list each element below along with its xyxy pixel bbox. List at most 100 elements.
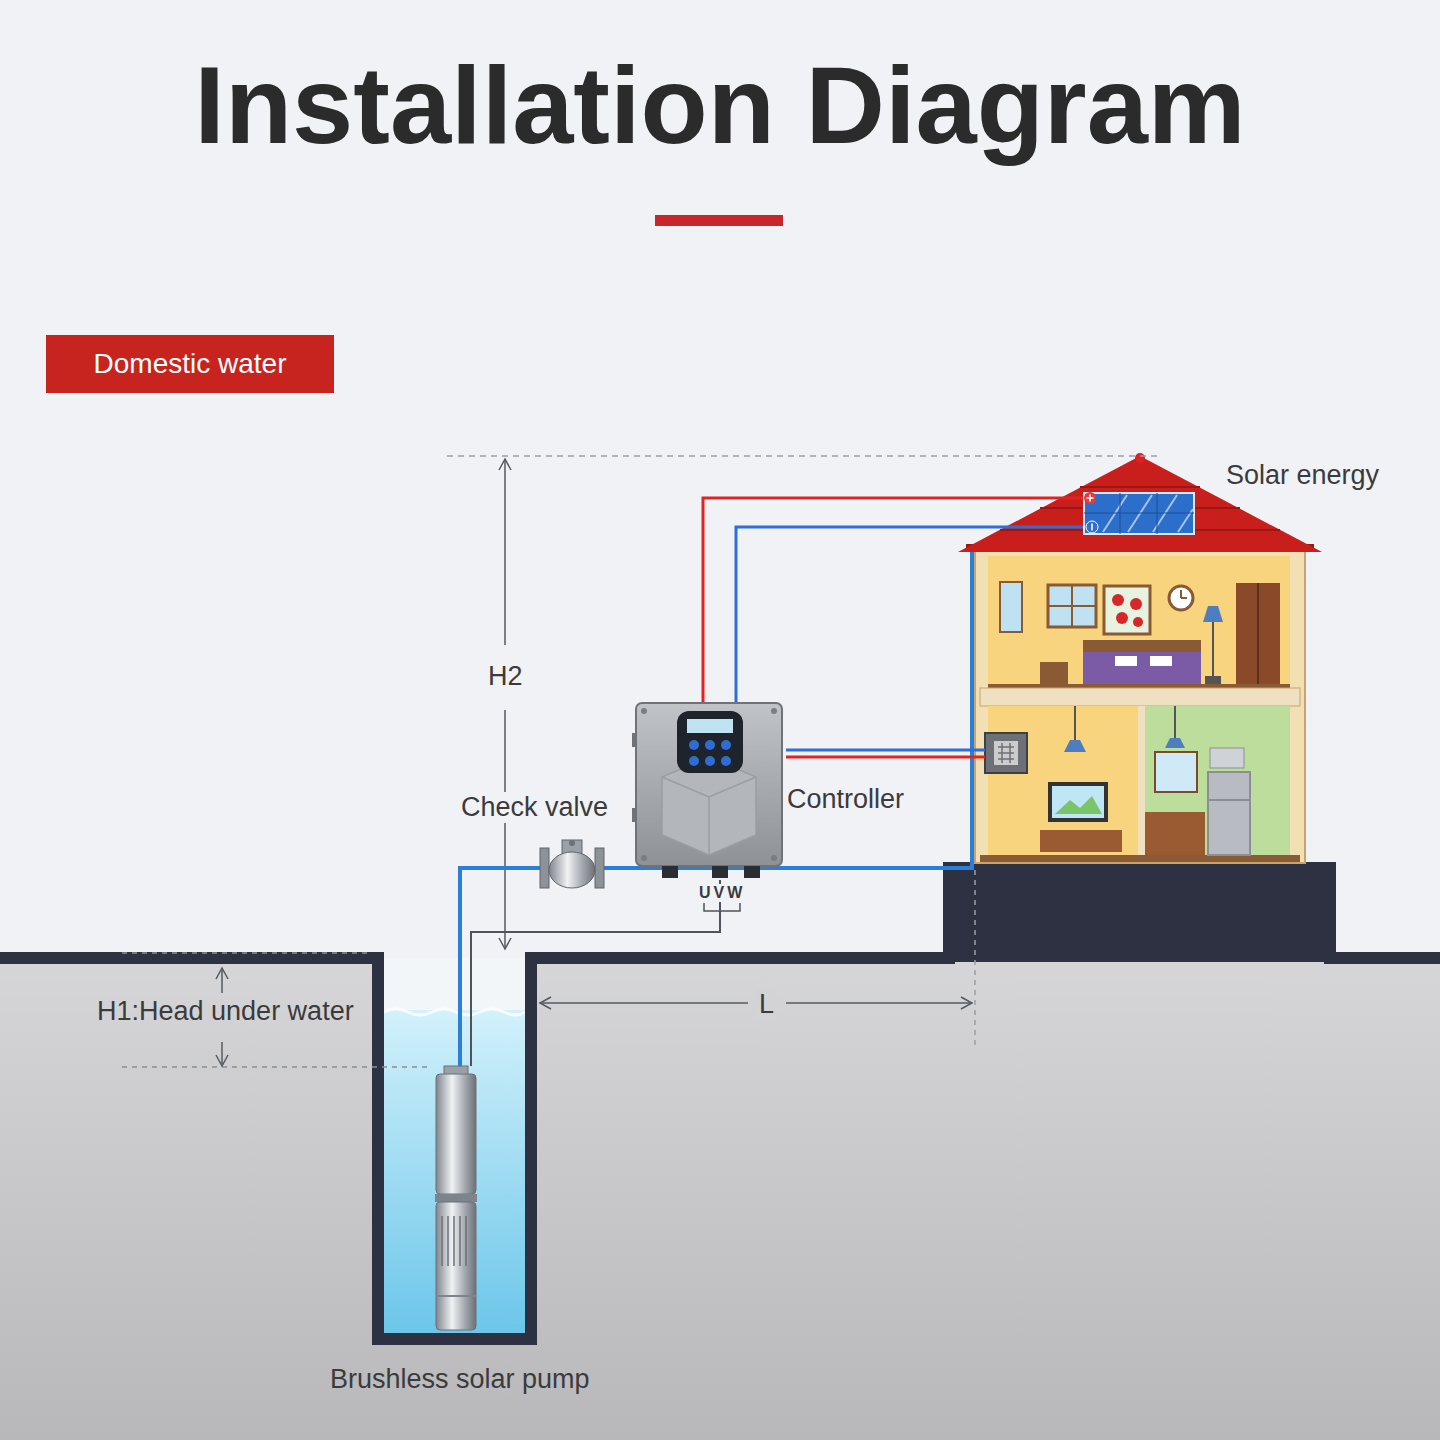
- controller-shape: [689, 756, 699, 766]
- controller-shape: [771, 708, 777, 714]
- house: [1210, 748, 1244, 768]
- dimension-lines: [447, 455, 1160, 457]
- pin-bracket: [704, 903, 740, 911]
- house: [1048, 782, 1108, 822]
- power-wire: [786, 749, 985, 752]
- house: [1212, 622, 1214, 676]
- dimension-label: H1:Head under water: [97, 996, 354, 1027]
- house: [975, 545, 1305, 863]
- house: [1174, 706, 1176, 738]
- house: [1133, 617, 1143, 627]
- house: [1115, 656, 1137, 666]
- controller-shape: [662, 777, 756, 855]
- pump-shape: [435, 1194, 477, 1202]
- house: [1150, 656, 1172, 666]
- check-valve-shape: [549, 852, 595, 888]
- category-tag: Domestic water: [46, 335, 334, 393]
- check-valve-shape: [569, 840, 575, 846]
- house: [1205, 676, 1221, 684]
- house: [1169, 586, 1193, 610]
- solar-panel: Solar energy: [1083, 492, 1195, 535]
- house: [1236, 583, 1280, 684]
- ground: [0, 868, 1440, 1339]
- dimension-lines: [122, 456, 1160, 1067]
- house: [1083, 640, 1201, 654]
- solar-panel-shape: [1083, 492, 1195, 535]
- house: [980, 688, 1300, 706]
- house: [1040, 662, 1068, 684]
- house: [994, 741, 1018, 765]
- pump-shape: [436, 1295, 476, 1297]
- house: [988, 556, 1290, 688]
- roof: [1135, 453, 1145, 463]
- check-valve: Check valve: [540, 838, 604, 898]
- check-valve-shape: [540, 848, 549, 888]
- ground: [384, 1010, 525, 1333]
- house: [998, 743, 1014, 763]
- house: [1165, 738, 1185, 748]
- solar-panel-shape: [1084, 492, 1096, 504]
- water-pipe: [604, 552, 972, 868]
- controller-shape: [689, 740, 699, 750]
- part-label: Solar energy: [1226, 460, 1379, 491]
- solar-panel-shape: [1084, 493, 1194, 534]
- house: [1064, 740, 1086, 752]
- house: [1208, 799, 1250, 801]
- dimension-lines: [499, 459, 511, 949]
- check-valve-shape: [595, 848, 604, 888]
- house: [1048, 585, 1096, 627]
- house: [1083, 652, 1201, 684]
- house: [980, 855, 1300, 862]
- controller-shape: [712, 866, 728, 878]
- house: [1130, 598, 1142, 610]
- house: [988, 706, 1138, 856]
- solar-pump: Brushless solar pump: [432, 1066, 480, 1332]
- controller-shape: [771, 855, 777, 861]
- pump-shape: [436, 1074, 476, 1194]
- house: [1052, 786, 1104, 818]
- house: [988, 684, 1290, 688]
- house: [975, 545, 1305, 863]
- box-label: Domestic water: [94, 348, 287, 380]
- power-wire: [786, 756, 985, 759]
- solar-panel-shape: [1087, 495, 1094, 502]
- house: [1048, 585, 1096, 627]
- dimension-lines: [504, 460, 506, 948]
- house: [1138, 706, 1145, 856]
- dimension-label: L: [756, 989, 777, 1020]
- controller-shape: [636, 703, 782, 866]
- pump-shape: [432, 1066, 480, 1332]
- controller-shape: [721, 756, 731, 766]
- house: [1257, 583, 1259, 684]
- house: [1040, 830, 1122, 852]
- pump-cable: [471, 880, 720, 1066]
- house: [1208, 772, 1250, 855]
- pump-shape: [442, 1216, 466, 1266]
- solar-panel-shape: [1084, 493, 1194, 534]
- solar-panel-shape: [1086, 521, 1098, 533]
- controller: Controller: [632, 703, 786, 880]
- pump-shape: [436, 1202, 476, 1330]
- controller-shape: [677, 711, 743, 773]
- house: [1181, 590, 1187, 598]
- house: [1055, 796, 1102, 814]
- ground: [0, 862, 1440, 1440]
- power-wire: [703, 498, 1083, 703]
- ground: [943, 862, 1336, 962]
- house: [1000, 582, 1022, 632]
- house: [1104, 586, 1150, 634]
- house: [1145, 706, 1290, 856]
- check-valve-shape: [540, 838, 604, 898]
- house: [1112, 594, 1124, 606]
- house: [1203, 606, 1223, 622]
- part-label: Brushless solar pump: [330, 1364, 590, 1395]
- house: [1155, 752, 1197, 792]
- pin-names: UVW: [696, 884, 748, 902]
- controller-shape: [632, 703, 786, 880]
- part-label: Controller: [787, 784, 904, 815]
- controller-shape: [662, 866, 678, 878]
- dimension-label: H2: [485, 661, 526, 692]
- house: [985, 733, 1027, 773]
- house: [1074, 706, 1076, 740]
